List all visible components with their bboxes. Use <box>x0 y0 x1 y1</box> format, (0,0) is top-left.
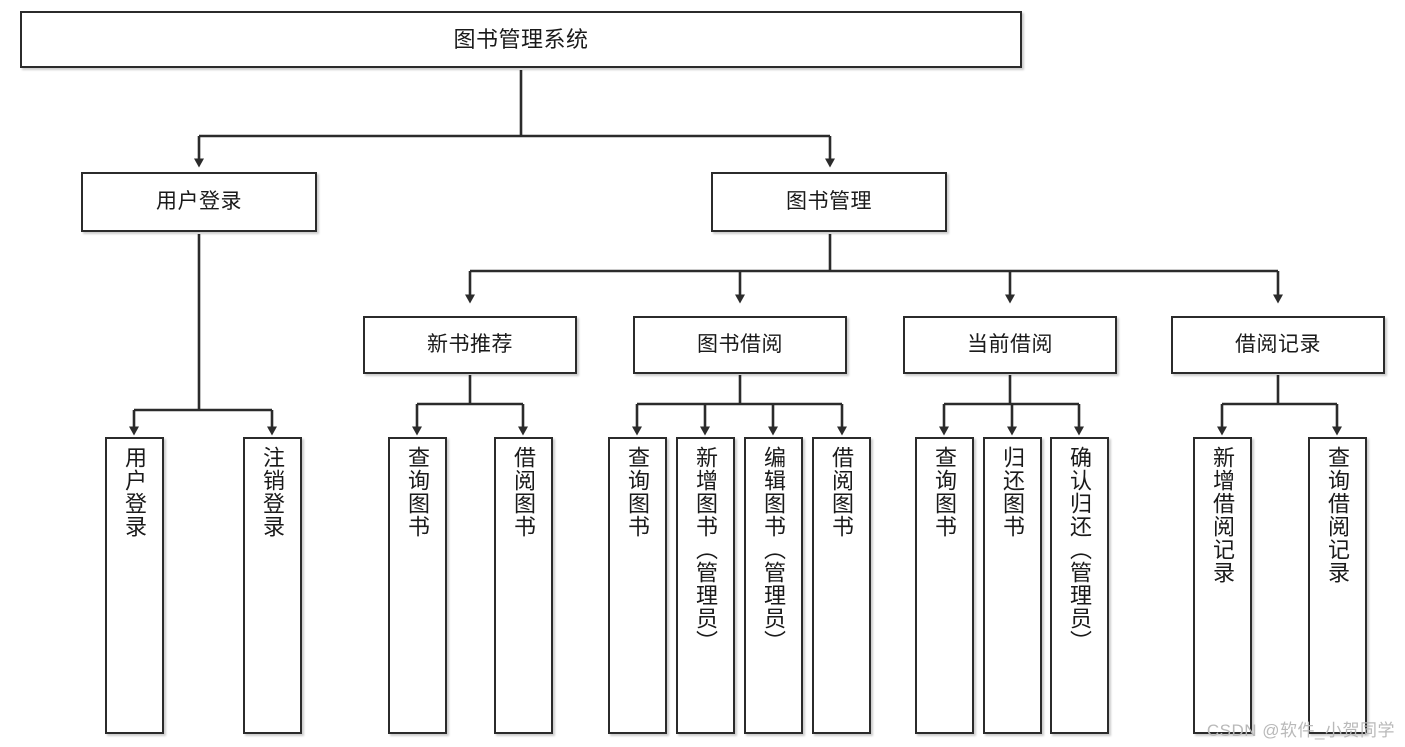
leaf-book-borrow-borrow-books[interactable]: 借阅图书 <box>812 437 871 734</box>
node-label: 查询图书 <box>932 446 958 538</box>
node-label: 借阅记录 <box>1235 332 1321 356</box>
leaf-current-borrow-return-books[interactable]: 归还图书 <box>983 437 1042 734</box>
leaf-book-borrow-edit-book-admin[interactable]: 编辑图书（管理员） <box>744 437 803 734</box>
node-label: 用户登录 <box>122 446 148 538</box>
node-label: 新增借阅记录 <box>1210 446 1236 584</box>
node-label: 借阅图书 <box>829 446 855 538</box>
leaf-user-login-login[interactable]: 用户登录 <box>105 437 164 734</box>
node-label: 确认归还（管理员） <box>1067 446 1093 653</box>
node-label: 图书管理系统 <box>453 26 589 52</box>
node-root-book-management-system[interactable]: 图书管理系统 <box>20 11 1022 68</box>
node-label: 图书借阅 <box>697 332 783 356</box>
node-current-borrow[interactable]: 当前借阅 <box>903 316 1117 374</box>
node-new-book-recommend[interactable]: 新书推荐 <box>363 316 577 374</box>
node-label: 新书推荐 <box>427 332 513 356</box>
node-label: 查询借阅记录 <box>1325 446 1351 584</box>
node-book-management[interactable]: 图书管理 <box>711 172 947 232</box>
leaf-borrow-record-query-record[interactable]: 查询借阅记录 <box>1308 437 1367 734</box>
node-borrow-record[interactable]: 借阅记录 <box>1171 316 1385 374</box>
node-label: 新增图书（管理员） <box>693 446 719 653</box>
watermark-text: CSDN @软件_小贺同学 <box>1206 721 1395 740</box>
leaf-current-borrow-query-books[interactable]: 查询图书 <box>915 437 974 734</box>
node-label: 注销登录 <box>260 446 286 538</box>
node-label: 编辑图书（管理员） <box>761 446 787 653</box>
leaf-new-book-query-books[interactable]: 查询图书 <box>388 437 447 734</box>
node-user-login[interactable]: 用户登录 <box>81 172 317 232</box>
leaf-borrow-record-add-record[interactable]: 新增借阅记录 <box>1193 437 1252 734</box>
leaf-new-book-borrow-books[interactable]: 借阅图书 <box>494 437 553 734</box>
node-label: 当前借阅 <box>967 332 1053 356</box>
node-label: 用户登录 <box>156 189 242 213</box>
node-label: 图书管理 <box>786 189 872 213</box>
leaf-book-borrow-query-books[interactable]: 查询图书 <box>608 437 667 734</box>
node-book-borrow[interactable]: 图书借阅 <box>633 316 847 374</box>
node-label: 归还图书 <box>1000 446 1026 538</box>
leaf-current-borrow-confirm-return-admin[interactable]: 确认归还（管理员） <box>1050 437 1109 734</box>
node-label: 借阅图书 <box>511 446 537 538</box>
leaf-book-borrow-add-book-admin[interactable]: 新增图书（管理员） <box>676 437 735 734</box>
node-label: 查询图书 <box>625 446 651 538</box>
leaf-user-login-logout[interactable]: 注销登录 <box>243 437 302 734</box>
node-label: 查询图书 <box>405 446 431 538</box>
